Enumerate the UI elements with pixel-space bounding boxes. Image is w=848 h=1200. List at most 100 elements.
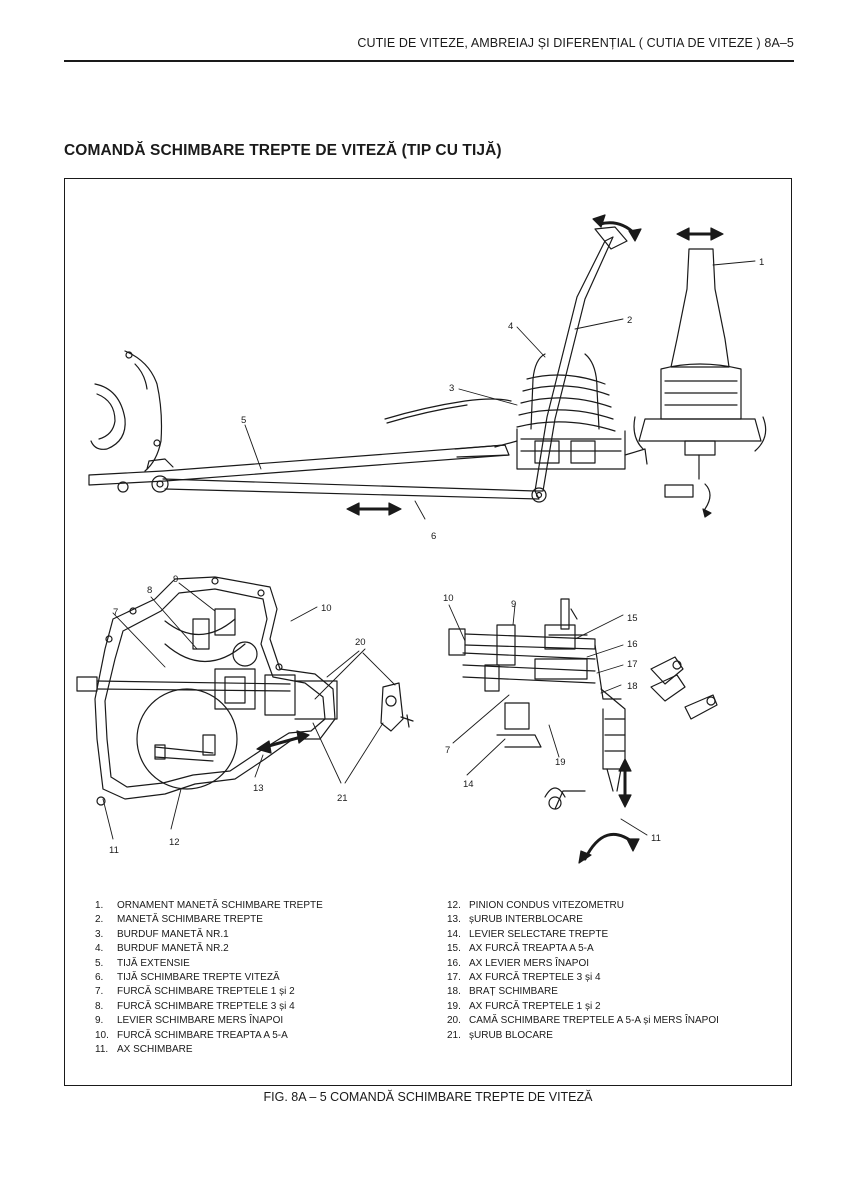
legend-number: 4.: [95, 943, 104, 955]
legend-text: FURCĂ SCHIMBARE TREPTELE 1 și 2: [117, 986, 295, 998]
legend-number: 3.: [95, 928, 104, 940]
callout-7-left: 7: [113, 607, 118, 618]
legend-number: 13.: [447, 914, 461, 926]
legend-item: 9. LEVIER SCHIMBARE MERS ÎNAPOI: [95, 1014, 323, 1028]
legend-text: BURDUF MANETĂ NR.1: [117, 928, 229, 940]
callout-numbers: 1 2 3 4 5 6 7 8 9 10 11 12 13 20 21 10 9…: [109, 257, 764, 856]
legend-left: 1. ORNAMENT MANETĂ SCHIMBARE TREPTE 2. MANE…: [95, 899, 323, 1057]
legend-number: 20.: [447, 1015, 461, 1027]
legend-number: 11.: [95, 1044, 109, 1056]
legend-text: BURDUF MANETĂ NR.2: [117, 943, 229, 955]
callout-18: 18: [627, 681, 638, 692]
shift-rods: [88, 444, 547, 503]
transmission-case: [76, 576, 338, 806]
callout-10-right: 10: [443, 593, 454, 604]
legend-text: LEVIER SCHIMBARE MERS ÎNAPOI: [117, 1015, 284, 1027]
legend-item: 19. AX FURCĂ TREPTELE 1 și 2: [447, 1000, 719, 1014]
legend-text: TIJĂ EXTENSIE: [117, 957, 190, 969]
legend-item: 6. TIJĂ SCHIMBARE TREPTE VITEZĂ: [95, 971, 323, 985]
legend-number: 6.: [95, 972, 104, 984]
header-rule: [64, 60, 794, 62]
callout-19: 19: [555, 757, 566, 768]
callout-21: 21: [337, 793, 348, 804]
legend-text: AX FURCĂ TREAPTA A 5-A: [469, 943, 594, 955]
leader-lines: [102, 260, 756, 840]
interlock-cam: [380, 682, 414, 732]
legend-item: 7.FURCĂ SCHIMBARE TREPTELE 1 și 2: [95, 985, 323, 999]
legend-number: 8.: [95, 1000, 104, 1012]
callout-12: 12: [169, 837, 180, 848]
callout-5: 5: [241, 415, 246, 426]
callout-3: 3: [449, 383, 454, 394]
legend-number: 16.: [447, 957, 461, 969]
callout-8: 8: [147, 585, 152, 596]
section-title: COMANDĂ SCHIMBARE TREPTE DE VITEZĂ (TIP …: [64, 142, 502, 159]
legend-item: 16. AX LEVIER MERS ÎNAPOI: [447, 957, 719, 971]
legend-item: 3. BURDUF MANETĂ NR.1: [95, 928, 323, 942]
legend-number: 1.: [95, 900, 104, 911]
legend-number: 2.: [95, 914, 104, 926]
callout-16: 16: [627, 639, 638, 650]
legend-item: 21. șURUB BLOCARE: [447, 1029, 719, 1043]
legend-text: ORNAMENT MANETĂ SCHIMBARE TREPTE: [117, 900, 323, 911]
legend-text: TIJĂ SCHIMBARE TREPTE VITEZĂ: [117, 972, 280, 984]
callout-9-right: 9: [511, 599, 516, 610]
housing-top-left: [90, 350, 163, 472]
legend-item: 20. CAMĂ SCHIMBARE TREPTELE A 5-A și MERS…: [447, 1014, 719, 1028]
legend-item: 12.PINION CONDUS VITEZOMETRU: [447, 899, 719, 913]
shift-knob-assembly: [633, 248, 767, 518]
callout-13: 13: [253, 783, 264, 794]
legend-item: 15. AX FURCĂ TREAPTA A 5-A: [447, 942, 719, 956]
figure-caption: FIG. 8A – 5 COMANDĂ SCHIMBARE TREPTE DE …: [263, 1090, 593, 1104]
callout-11-left: 11: [109, 845, 119, 856]
legend-text: LEVIER SELECTARE TREPTE: [469, 928, 609, 940]
callout-2: 2: [627, 315, 632, 326]
legend-item: 2. MANETĂ SCHIMBARE TREPTE: [95, 913, 323, 927]
legend-text: AX SCHIMBARE: [117, 1044, 193, 1056]
legend-item: 5. TIJĂ EXTENSIE: [95, 957, 323, 971]
legend-text: FURCĂ SCHIMBARE TREPTELE 3 și 4: [117, 1000, 295, 1012]
shift-forks-exploded: [448, 598, 718, 810]
legend-item: 10. FURCĂ SCHIMBARE TREAPTA A 5-A: [95, 1029, 323, 1043]
figure-frame: 1 2 3 4 5 6 7 8 9 10 11 12 13 20 21 10 9…: [64, 178, 792, 1086]
callout-6: 6: [431, 531, 436, 542]
callout-20: 20: [355, 637, 366, 648]
legend-text: șURUB BLOCARE: [469, 1029, 553, 1041]
legend-item: 8. FURCĂ SCHIMBARE TREPTELE 3 și 4: [95, 1000, 323, 1014]
callout-9-left: 9: [173, 574, 178, 585]
legend-text: FURCĂ SCHIMBARE TREAPTA A 5-A: [117, 1029, 288, 1041]
legend-text: BRAȚ SCHIMBARE: [469, 986, 558, 998]
legend-text: AX LEVIER MERS ÎNAPOI: [469, 957, 590, 969]
legend-text: AX FURCĂ TREPTELE 3 și 4: [469, 972, 601, 984]
legend-number: 9.: [95, 1015, 104, 1027]
running-header: CUTIE DE VITEZE, AMBREIAJ ȘI DIFERENȚIAL…: [357, 36, 794, 50]
legend-number: 14.: [447, 928, 461, 940]
callout-14: 14: [463, 779, 474, 790]
legend-text: CAMĂ SCHIMBARE TREPTELE A 5-A și MERS ÎN…: [469, 1015, 719, 1027]
callout-17: 17: [627, 659, 638, 670]
legend-item: 14. LEVIER SELECTARE TREPTE: [447, 928, 719, 942]
motion-arrows-top: [346, 214, 724, 516]
callout-15: 15: [627, 613, 638, 624]
legend-item: 17. AX FURCĂ TREPTELE 3 și 4: [447, 971, 719, 985]
callout-1: 1: [759, 257, 764, 268]
legend-text: șURUB INTERBLOCARE: [469, 914, 583, 926]
legend-text: MANETĂ SCHIMBARE TREPTE: [117, 914, 263, 926]
legend-item: 4. BURDUF MANETĂ NR.2: [95, 942, 323, 956]
figure-illustration: 1 2 3 4 5 6 7 8 9 10 11 12 13 20 21 10 9…: [76, 214, 767, 864]
callout-4: 4: [508, 321, 513, 332]
shift-lever-assembly: [384, 226, 648, 492]
legend-item: 18.BRAȚ SCHIMBARE: [447, 985, 719, 999]
callout-11-right: 11: [651, 833, 661, 844]
legend-number: 19.: [447, 1000, 461, 1012]
legend-number: 17.: [447, 972, 461, 984]
legend-item: 1. ORNAMENT MANETĂ SCHIMBARE TREPTE: [95, 899, 323, 913]
legend-text: AX FURCĂ TREPTELE 1 și 2: [469, 1000, 601, 1012]
legend-number: 12.: [447, 900, 461, 911]
legend-number: 10.: [95, 1029, 109, 1041]
callout-7-right: 7: [445, 745, 450, 756]
legend-number: 5.: [95, 957, 104, 969]
legend-number: 21.: [447, 1029, 461, 1041]
legend-number: 15.: [447, 943, 461, 955]
